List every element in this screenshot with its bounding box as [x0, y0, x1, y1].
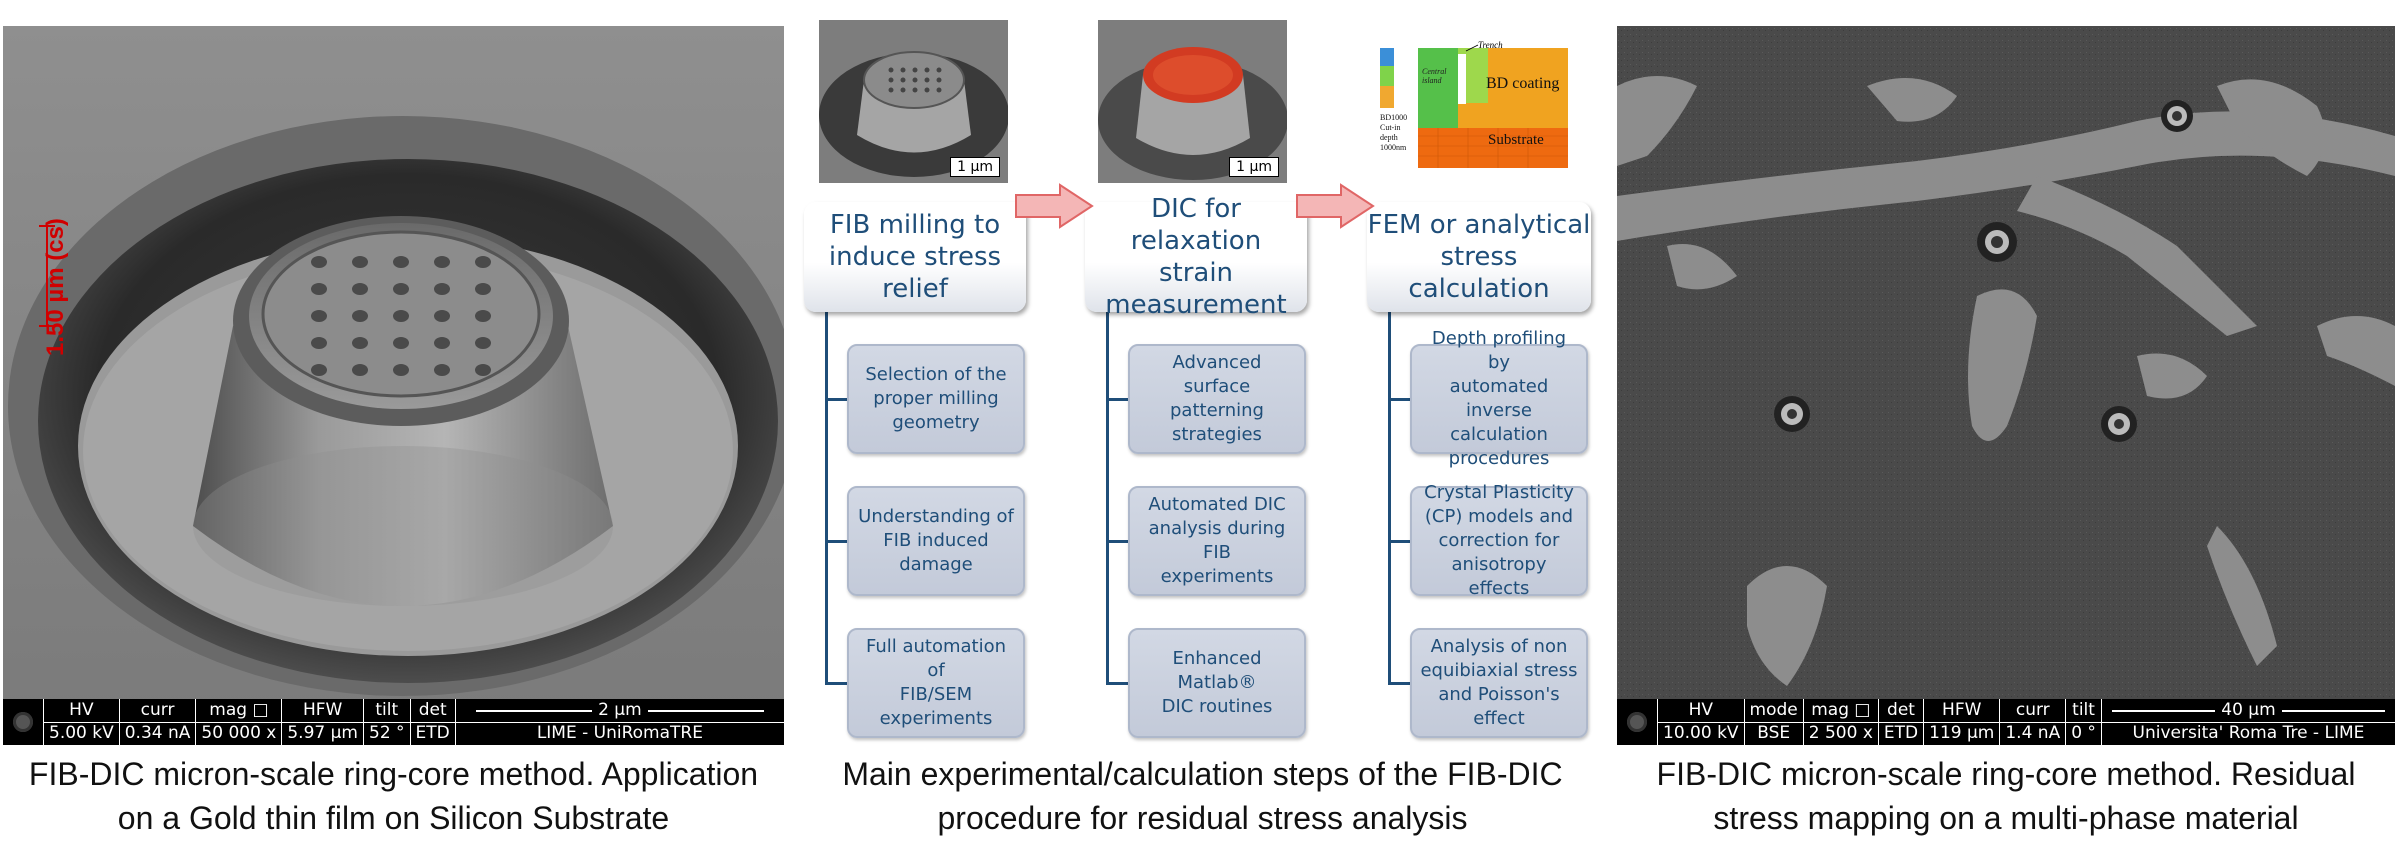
thumb-fib-milling: 1 µm — [819, 20, 1008, 183]
connector-col3-branch3 — [1388, 682, 1411, 685]
fem-depth-label-2: Cut-in — [1380, 123, 1400, 132]
arrow-right-icon — [1015, 183, 1094, 229]
meta-mag: mag □50 000 x — [196, 699, 283, 745]
dic-marker-dot — [311, 337, 327, 349]
multiphase-microstructure-image — [1617, 26, 2395, 745]
meta-mag: mag □2 500 x — [1803, 699, 1879, 745]
fem-island-label-2: island — [1422, 76, 1443, 85]
connector-col1-branch1 — [825, 398, 848, 401]
dic-marker-dot — [393, 364, 409, 376]
dic-marker-grid — [311, 256, 491, 376]
connector-col2-branch1 — [1106, 398, 1129, 401]
fem-island-label-1: Central — [1422, 67, 1447, 76]
connector-col1-branch3 — [825, 682, 848, 685]
fem-coating-label: BD coating — [1486, 75, 1559, 92]
dic-marker-dot — [475, 337, 491, 349]
dic-marker-dot — [475, 364, 491, 376]
thumb-scale-bar: 1 µm — [950, 157, 1000, 177]
dic-marker-dot — [393, 283, 409, 295]
dic-marker-dot — [311, 256, 327, 268]
center-caption: Main experimental/calculation steps of t… — [842, 756, 1563, 836]
dic-marker-dot — [311, 310, 327, 322]
fei-logo-icon — [3, 699, 44, 745]
scale-bar: 2 µm LIME - UniRomaTRE — [455, 699, 784, 745]
depth-measure-label: 1.50 µm (cs) — [42, 218, 69, 356]
dic-marker-dot — [475, 283, 491, 295]
connector-col3-branch1 — [1388, 398, 1411, 401]
dic-marker-dot — [475, 310, 491, 322]
dic-marker-dot — [393, 310, 409, 322]
fei-logo-icon — [1617, 699, 1658, 745]
left-caption: FIB-DIC micron-scale ring-core method. A… — [28, 756, 759, 836]
connector-col1-branch2 — [825, 540, 848, 543]
fem-depth-label-4: 1000nm — [1380, 143, 1407, 152]
dic-marker-dot — [311, 364, 327, 376]
item-matlab-routines: Enhanced Matlab®DIC routines — [1128, 628, 1306, 738]
scale-bar: 40 µm Universita' Roma Tre - LIME — [2101, 699, 2395, 745]
fem-depth-label-1: BD1000 — [1380, 113, 1407, 122]
dic-marker-dot — [352, 337, 368, 349]
dic-marker-dot — [352, 256, 368, 268]
ring-core-markers — [1774, 100, 2193, 442]
dic-marker-dot — [434, 310, 450, 322]
dic-marker-dot — [434, 364, 450, 376]
dic-marker-dot — [352, 364, 368, 376]
arrow-right-icon — [1296, 183, 1375, 229]
dic-marker-dot — [393, 337, 409, 349]
connector-col3 — [1388, 300, 1391, 685]
dic-marker-dot — [352, 283, 368, 295]
connector-col2 — [1106, 300, 1109, 685]
dic-marker-dot — [393, 256, 409, 268]
right-caption: FIB-DIC micron-scale ring-core method. R… — [1656, 756, 2356, 836]
connector-col1 — [825, 300, 828, 685]
thumb-scale-bar: 1 µm — [1229, 157, 1279, 177]
connector-col3-branch2 — [1388, 540, 1411, 543]
ring-core-pillar-image: 1.50 µm (cs) — [3, 26, 784, 745]
dic-marker-dot — [352, 310, 368, 322]
connector-col2-branch2 — [1106, 540, 1129, 543]
dic-marker-dot — [434, 337, 450, 349]
dic-marker-dot — [475, 256, 491, 268]
fem-depth-label-3: depth — [1380, 133, 1398, 142]
fem-trench-label: Trench — [1478, 40, 1503, 50]
dic-marker-dot — [434, 283, 450, 295]
dic-marker-dot — [434, 256, 450, 268]
dic-marker-dot — [311, 283, 327, 295]
fem-substrate-label: Substrate — [1488, 132, 1544, 148]
connector-col2-branch3 — [1106, 682, 1129, 685]
thumb-dic: 1 µm — [1098, 20, 1287, 183]
thumb-fem: Trench Central island BD coating Substra… — [1378, 36, 1568, 168]
